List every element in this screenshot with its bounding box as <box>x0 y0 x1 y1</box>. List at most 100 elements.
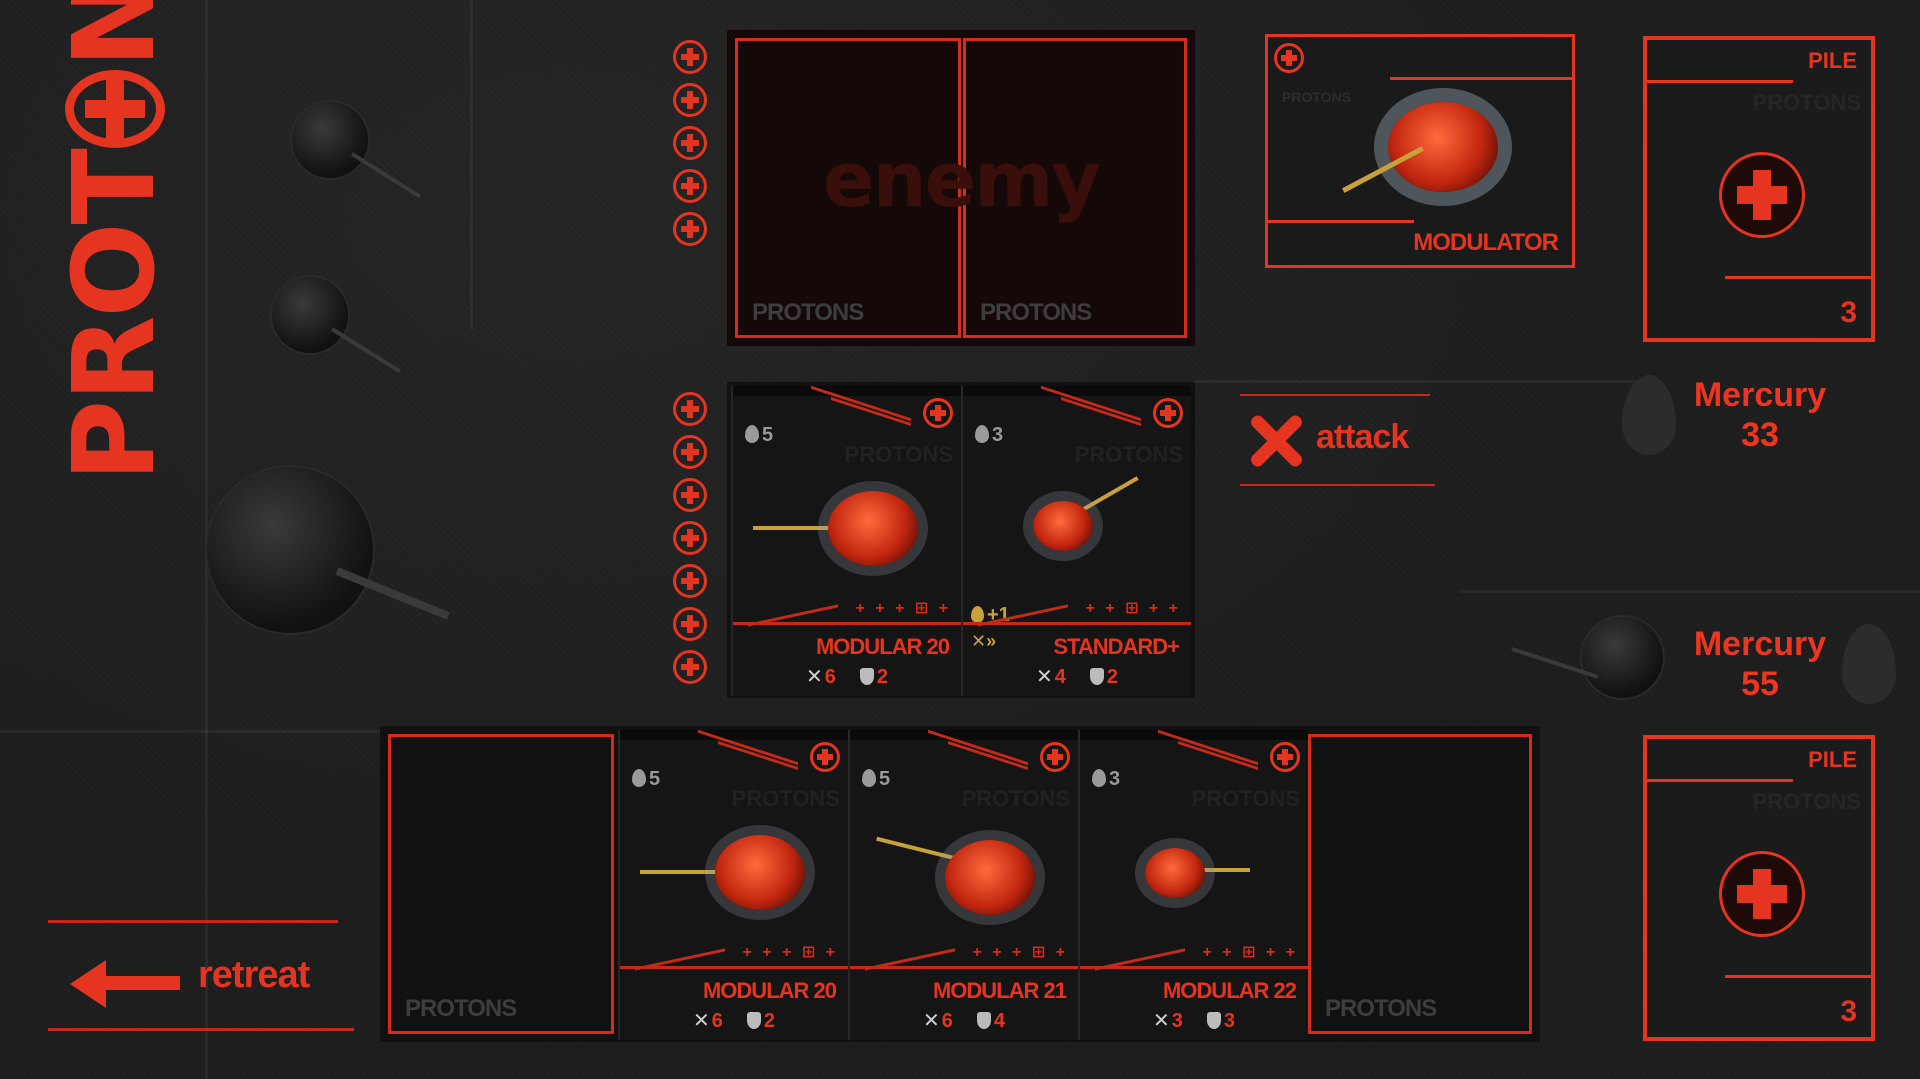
retreat-frame-line <box>48 920 338 923</box>
logo-text-start: PROT <box>50 150 180 482</box>
mercury-drop-icon <box>632 769 646 787</box>
ship-gun-icon <box>753 526 853 530</box>
add-slot-button[interactable] <box>673 83 707 117</box>
add-slot-button[interactable] <box>673 212 707 246</box>
plus-icon <box>810 742 840 772</box>
bg-circuit-line <box>470 0 473 330</box>
shield-icon <box>1206 1012 1221 1029</box>
pile-watermark: PROTONS <box>1752 789 1861 814</box>
ship-icon <box>1033 501 1093 551</box>
logo-text-end: NS <box>50 0 180 68</box>
enemy-zone-label: enemy <box>823 135 1101 224</box>
plus-icon <box>1040 742 1070 772</box>
add-slot-button[interactable] <box>673 521 707 555</box>
sword-icon: ✕ <box>805 666 823 688</box>
card-name: MODULATOR <box>1413 229 1559 256</box>
shield-icon <box>976 1012 991 1029</box>
attack-frame-line <box>1240 484 1435 486</box>
card-top-bar <box>850 730 1078 740</box>
card-top-bar <box>620 730 848 740</box>
logo-plus-icon <box>65 70 165 149</box>
hand-empty-slot[interactable]: PROTONS <box>388 734 614 1034</box>
background-ship-icon <box>270 275 350 355</box>
add-slot-button[interactable] <box>673 40 707 74</box>
enemy-card-slot[interactable]: PROTONS <box>963 38 1187 338</box>
add-slot-button[interactable] <box>673 607 707 641</box>
card-watermark: PROTONS <box>961 786 1070 811</box>
slot-watermark: PROTONS <box>980 299 1092 326</box>
sword-icon: ✕ <box>922 1010 940 1032</box>
ship-icon <box>945 840 1035 915</box>
attack-frame-line <box>1240 394 1430 396</box>
pile-count: 3 <box>1840 296 1857 329</box>
add-slot-button[interactable] <box>673 650 707 684</box>
card-top-bar <box>733 386 961 396</box>
ship-icon <box>828 491 918 566</box>
card-name: MODULAR 22 <box>1162 978 1297 1003</box>
retreat-frame-line <box>48 1028 354 1031</box>
card-deco: + + ⊞ + + <box>1085 600 1181 617</box>
player-hand-zone: PROTONS 5 PROTONS + + + ⊞ + MODULAR 20 ✕… <box>380 726 1540 1042</box>
retreat-button[interactable]: retreat <box>48 920 354 1032</box>
ship-icon <box>715 835 805 910</box>
pile-stripe <box>1725 276 1871 279</box>
card-stripe <box>620 966 848 969</box>
card-deco: + + + ⊞ + <box>855 600 951 617</box>
sword-icon: ✕ <box>1152 1010 1170 1032</box>
bg-circuit-line <box>1460 590 1920 593</box>
ship-gun-icon <box>1190 868 1250 872</box>
pile-watermark: PROTONS <box>1752 90 1861 115</box>
mercury-drop-icon <box>745 425 759 443</box>
plus-icon <box>923 398 953 428</box>
card-stripe <box>850 966 1078 969</box>
left-arrow-icon <box>70 960 106 1008</box>
add-slot-button[interactable] <box>673 392 707 426</box>
attack-x-icon <box>1246 412 1306 472</box>
add-slot-button[interactable] <box>673 478 707 512</box>
bg-circuit-line <box>1195 380 1635 383</box>
shield-icon <box>746 1012 761 1029</box>
card-stripe <box>718 741 798 770</box>
card-watermark: PROTONS <box>1074 442 1183 467</box>
card-name: MODULAR 21 <box>932 978 1067 1003</box>
card-watermark: PROTONS <box>1282 89 1351 105</box>
card-watermark: PROTONS <box>844 442 953 467</box>
player-pile[interactable]: PILE PROTONS 3 <box>1643 735 1875 1041</box>
card-stripe <box>733 622 961 625</box>
pile-stripe <box>1647 80 1793 83</box>
pile-label: PILE <box>1808 747 1857 772</box>
enemy-pile[interactable]: PILE PROTONS 3 <box>1643 36 1875 342</box>
enemy-card-slot[interactable]: PROTONS <box>735 38 961 338</box>
add-slot-button[interactable] <box>673 169 707 203</box>
background-ship-icon <box>1580 615 1665 700</box>
slot-watermark: PROTONS <box>405 995 517 1022</box>
slot-watermark: PROTONS <box>1325 995 1437 1022</box>
card-stripe <box>1268 220 1414 223</box>
resource-value: 33 <box>1741 416 1779 454</box>
attack-button[interactable]: attack <box>1240 394 1435 486</box>
hand-empty-slot[interactable]: PROTONS <box>1308 734 1532 1034</box>
add-slot-button[interactable] <box>673 564 707 598</box>
add-slot-button[interactable] <box>673 126 707 160</box>
sword-icon: ✕ <box>692 1010 710 1032</box>
add-slot-button[interactable] <box>673 435 707 469</box>
plus-circle-icon <box>1719 851 1805 937</box>
card-cost: 5 <box>632 768 660 791</box>
card-name: MODULAR 20 <box>702 978 837 1003</box>
card-bonus-attack: ✕» <box>971 631 997 651</box>
card-cost: 5 <box>745 424 773 447</box>
card-stripe <box>1080 966 1308 969</box>
modulator-card[interactable]: PROTONS MODULATOR <box>1265 34 1575 268</box>
card-stripe <box>948 741 1028 770</box>
resource-value: 55 <box>1741 665 1779 703</box>
ship-icon <box>1388 102 1498 192</box>
pile-stripe <box>1647 779 1793 782</box>
